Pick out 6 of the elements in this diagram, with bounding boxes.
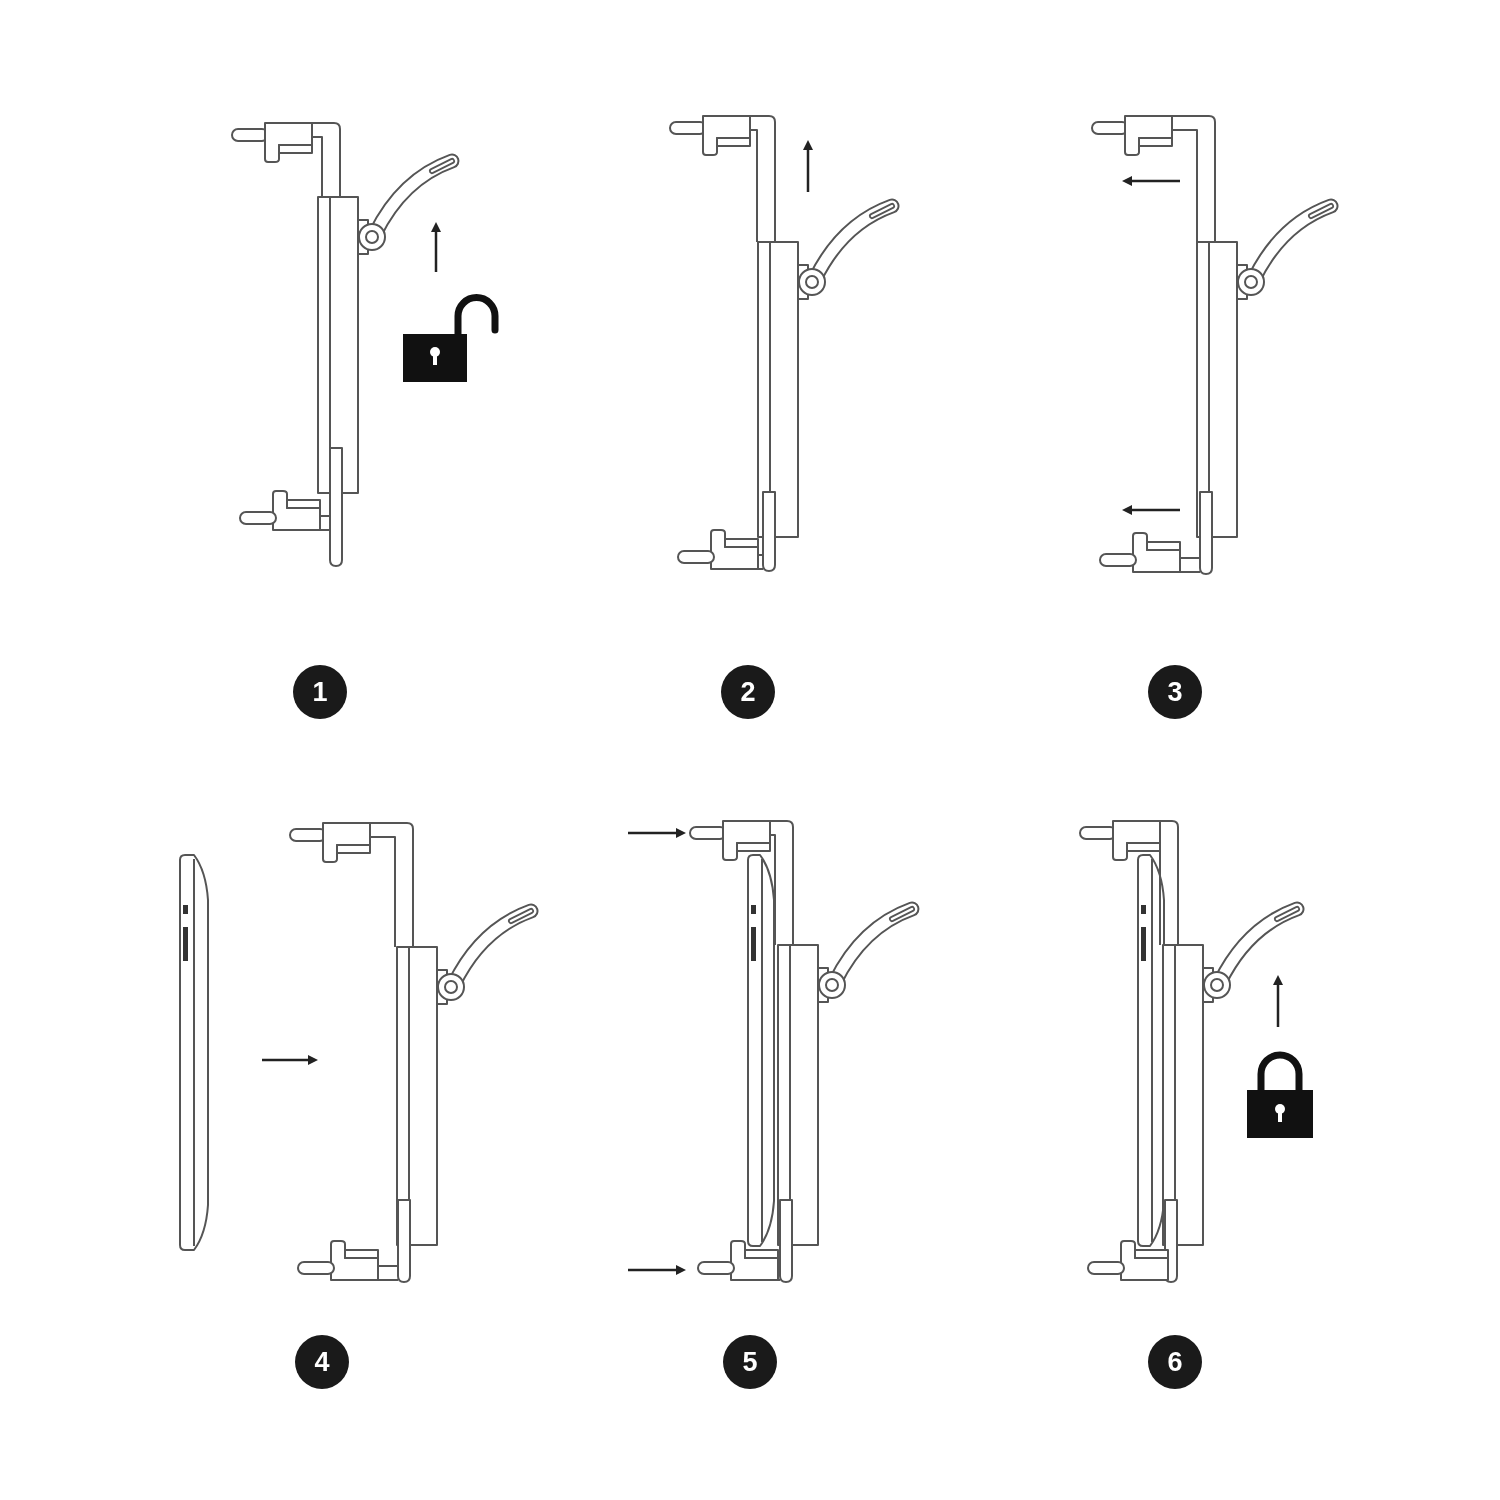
callout-number: 5 xyxy=(723,1335,777,1389)
callout-number: 6 xyxy=(1148,1335,1202,1389)
callout-number: 1 xyxy=(293,665,347,719)
callout-number: 2 xyxy=(721,665,775,719)
callout-number: 4 xyxy=(295,1335,349,1389)
callout-number: 3 xyxy=(1148,665,1202,719)
